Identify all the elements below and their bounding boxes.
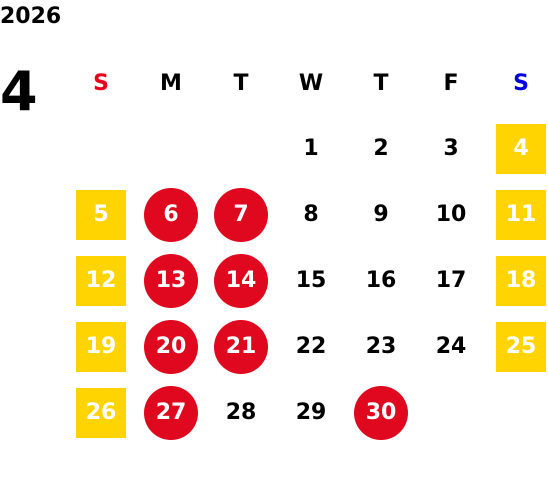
day-number: 16 [365,268,397,293]
day-number: 1 [303,136,319,161]
weekend-day-number: 25 [496,322,546,372]
weekend-day-number: 5 [76,190,126,240]
closed-day-number: 21 [214,320,268,374]
day-cell: 9 [346,182,416,248]
day-cell: 21 [206,314,276,380]
day-cell: 6 [136,182,206,248]
day-cell: 20 [136,314,206,380]
day-cell: 5 [66,182,136,248]
closed-day-number: 30 [354,386,408,440]
day-cell: 12 [66,248,136,314]
day-cell: 29 [276,380,346,446]
closed-day-number: 14 [214,254,268,308]
closed-day-number: 27 [144,386,198,440]
day-cell: 7 [206,182,276,248]
day-cell: 1 [276,116,346,182]
day-number: 24 [435,334,467,359]
day-cell: 25 [486,314,548,380]
day-cell: 10 [416,182,486,248]
day-cell: 18 [486,248,548,314]
day-cell: 22 [276,314,346,380]
closed-day-number: 20 [144,320,198,374]
day-cell: 28 [206,380,276,446]
closed-day-number: 6 [144,188,198,242]
day-cell: 4 [486,116,548,182]
day-number: 9 [373,202,389,227]
day-cell: 2 [346,116,416,182]
weekend-day-number: 12 [76,256,126,306]
day-cell: 24 [416,314,486,380]
day-cell: 26 [66,380,136,446]
day-cell: 23 [346,314,416,380]
day-cell: 8 [276,182,346,248]
day-cell: 17 [416,248,486,314]
closed-day-number: 13 [144,254,198,308]
day-cell: 19 [66,314,136,380]
day-number: 15 [295,268,327,293]
day-cell: 16 [346,248,416,314]
day-number: 3 [443,136,459,161]
day-cell: 30 [346,380,416,446]
day-cell: 27 [136,380,206,446]
day-cell: 15 [276,248,346,314]
empty-day-cell [66,116,136,182]
day-number: 8 [303,202,319,227]
calendar-month: 4 [0,60,38,123]
calendar-year: 2026 [0,4,62,29]
day-number: 2 [373,136,389,161]
weekend-day-number: 19 [76,322,126,372]
weekend-day-number: 11 [496,190,546,240]
day-number: 23 [365,334,397,359]
weekday-header-tuesday: T [233,70,249,96]
day-cell: 11 [486,182,548,248]
day-number: 28 [225,400,257,425]
weekend-day-number: 4 [496,124,546,174]
closed-day-number: 7 [214,188,268,242]
weekday-header-friday: F [443,70,459,96]
empty-day-cell [136,116,206,182]
day-number: 17 [435,268,467,293]
empty-day-cell [416,380,486,446]
empty-day-cell [486,380,548,446]
weekday-header-thursday: T [373,70,389,96]
weekend-day-number: 18 [496,256,546,306]
day-cell: 14 [206,248,276,314]
empty-day-cell [206,116,276,182]
day-number: 10 [435,202,467,227]
weekday-header-sunday: S [93,70,109,96]
weekday-header-saturday: S [513,70,529,96]
day-number: 29 [295,400,327,425]
weekend-day-number: 26 [76,388,126,438]
weekday-header-wednesday: W [298,70,324,96]
day-cell: 3 [416,116,486,182]
weekday-header-monday: M [160,70,182,96]
day-cell: 13 [136,248,206,314]
day-number: 22 [295,334,327,359]
